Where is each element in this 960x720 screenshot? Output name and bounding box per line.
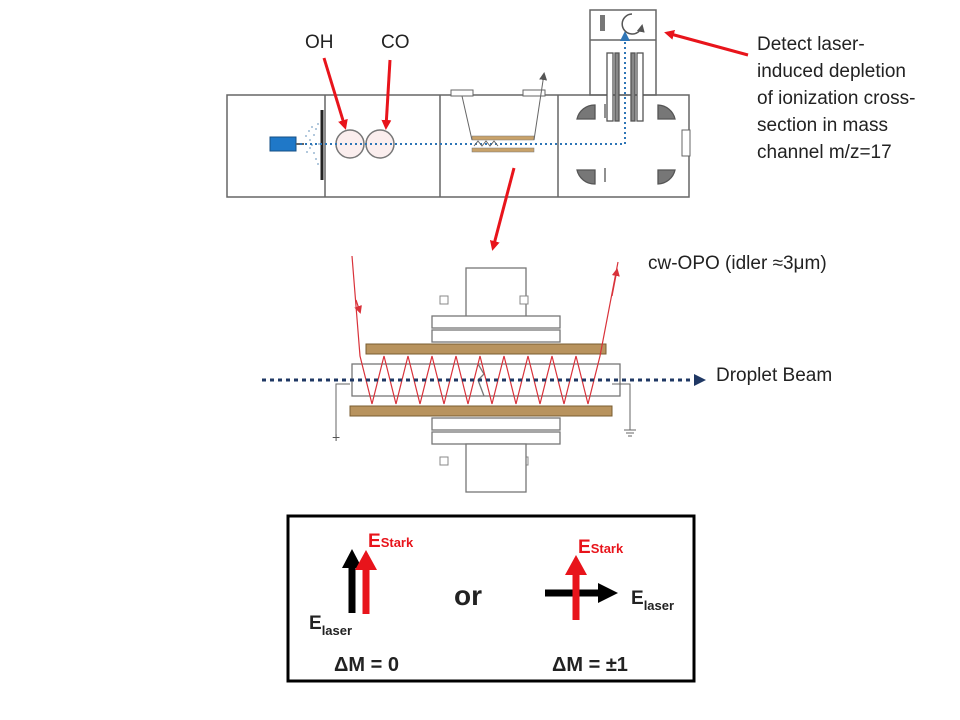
nozzle-source [269, 136, 297, 152]
delta-m-pm1-label: ΔM = ±1 [552, 654, 628, 676]
e-laser-left-main: E [309, 613, 322, 634]
detector [600, 15, 605, 31]
polarization-box [286, 514, 696, 683]
e-stark-right-main: E [578, 537, 591, 558]
e-stark-left-sub: Stark [380, 535, 414, 550]
e-laser-right-sub: laser [643, 598, 675, 613]
upper-electrode-plate [365, 343, 607, 355]
co-pointer-arrow [381, 59, 392, 130]
detect-note: Detect laser- induced depletion of ioniz… [757, 31, 957, 166]
droplet-beam-label: Droplet Beam [716, 365, 833, 386]
stark-cell-enlarged [262, 255, 706, 493]
e-laser-left-sub: laser [321, 623, 353, 638]
e-stark-right-sub: Stark [590, 541, 624, 556]
ion-optics [576, 52, 676, 185]
detect-note-line: section in mass [757, 115, 888, 136]
lower-electrode-plate [349, 405, 613, 417]
zoom-pointer-arrow [489, 167, 516, 251]
e-stark-right-label: EStark [578, 538, 623, 557]
detect-note-line: Detect laser- [757, 34, 865, 55]
oh-label: OH [305, 32, 334, 53]
detect-note-line: of ionization cross- [757, 88, 916, 109]
vacuum-chamber [226, 9, 690, 198]
e-laser-left-label: Elaser [309, 614, 352, 637]
droplet-spray [305, 123, 320, 165]
oh-pointer-arrow [322, 57, 348, 130]
e-laser-right-label: Elaser [631, 589, 674, 612]
e-stark-left-main: E [368, 531, 381, 552]
or-label: or [454, 580, 482, 611]
detect-note-line: induced depletion [757, 61, 906, 82]
e-stark-left-label: EStark [368, 532, 413, 551]
cw-opo-label: cw-OPO (idler ≈3μm) [648, 253, 827, 274]
laser-multipass-path [351, 255, 619, 405]
e-laser-right-main: E [631, 588, 644, 609]
plus-terminal-label: + [332, 429, 341, 445]
detect-note-line: channel m/z=17 [757, 142, 892, 163]
stark-cell-small [450, 72, 548, 153]
co-label: CO [381, 32, 410, 53]
delta-m-zero-label: ΔM = 0 [334, 654, 399, 676]
detector-pointer-arrow [664, 30, 749, 57]
